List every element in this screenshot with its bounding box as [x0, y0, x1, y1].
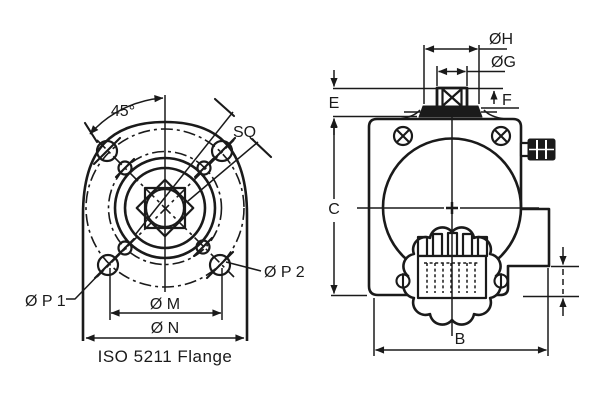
shaft-and-base: [398, 86, 506, 120]
screw-circle: [490, 125, 512, 147]
label-square-drive: SQ: [233, 124, 256, 141]
dim-bolt-circle-m: Ø M: [109, 268, 223, 320]
bolt-hole: [210, 139, 234, 163]
label-bolt-circle-n: Ø N: [151, 320, 179, 337]
sq-tick-1: [213, 97, 236, 118]
hole-slash: [192, 236, 214, 258]
shaft-x-mark: [441, 88, 463, 107]
label-angle: 45°: [111, 103, 135, 120]
base-skirt-right: [483, 109, 506, 120]
cable-gland: [519, 138, 556, 161]
actuator-body-outline: [367, 117, 551, 297]
screw-cross: [395, 128, 411, 144]
cover-screw-right: [490, 125, 512, 147]
screw-circle: [392, 125, 414, 147]
dim-bolt-circle-n: Ø N: [85, 320, 245, 342]
mounting-base: [418, 105, 483, 118]
bolt-circle-m: [107, 150, 223, 266]
label-dim-b: B: [455, 331, 466, 348]
side-view-centerlines: [357, 111, 539, 336]
leader-pilot-2: Ø P 2: [225, 261, 305, 281]
dim-45-degrees: 45°: [83, 95, 164, 144]
cover-screw-left: [392, 125, 414, 147]
bolt-circle-n: [85, 128, 245, 288]
center-bore: [144, 187, 186, 229]
label-pilot-dia-2: Ø P 2: [264, 264, 305, 281]
label-dia-g: ØG: [491, 54, 516, 71]
boss-circle-outer: [113, 156, 217, 260]
shaft-section-box: [435, 86, 469, 109]
bolt-hole: [96, 253, 120, 277]
flange-front-view: 45° SQ Ø P 1 Ø P 2 Ø M Ø N: [25, 95, 305, 366]
bolt-holes-small: [114, 157, 215, 259]
dim-b: B: [373, 268, 549, 356]
dim-step-height: [523, 247, 579, 316]
bolt-hole: [195, 239, 211, 255]
dim-square-drive: SQ: [134, 97, 273, 236]
dim-c: C: [328, 119, 367, 297]
bolt-hole: [117, 240, 133, 256]
label-pilot-dia-1: Ø P 1: [25, 293, 66, 310]
label-dim-e: E: [329, 95, 340, 112]
label-dia-h: ØH: [489, 31, 513, 48]
dim-f: F: [490, 90, 512, 109]
bolt-hole: [95, 139, 119, 163]
hole-slash: [92, 136, 122, 166]
p1-leader-line: [66, 265, 108, 300]
label-flange-caption: ISO 5211 Flange: [98, 347, 233, 366]
sq-tick-2: [250, 137, 273, 159]
screw-cross: [493, 128, 509, 144]
sq-dimension-line-2: [187, 141, 259, 202]
hole-slash: [193, 157, 215, 179]
label-dim-c: C: [328, 201, 340, 218]
boss-circle-inner: [123, 166, 207, 250]
dim-dia-g: ØG: [436, 54, 516, 86]
bolt-hole: [208, 253, 232, 277]
bolt-hole: [117, 160, 133, 176]
label-dim-f: F: [502, 92, 512, 109]
actuator-side-view: ØH ØG E F C: [328, 31, 579, 356]
p2-leader-line: [225, 261, 262, 272]
sq-dimension-line-1: [134, 111, 234, 236]
label-bolt-circle-m: Ø M: [150, 296, 180, 313]
angle-arc: [89, 95, 164, 135]
hole-slash: [114, 237, 136, 259]
hole-slash: [114, 157, 136, 179]
hole-slash: [205, 250, 235, 280]
bolt-hole: [196, 160, 212, 176]
dim-dia-h: ØH: [423, 31, 513, 104]
leader-pilot-1: Ø P 1: [25, 265, 108, 310]
